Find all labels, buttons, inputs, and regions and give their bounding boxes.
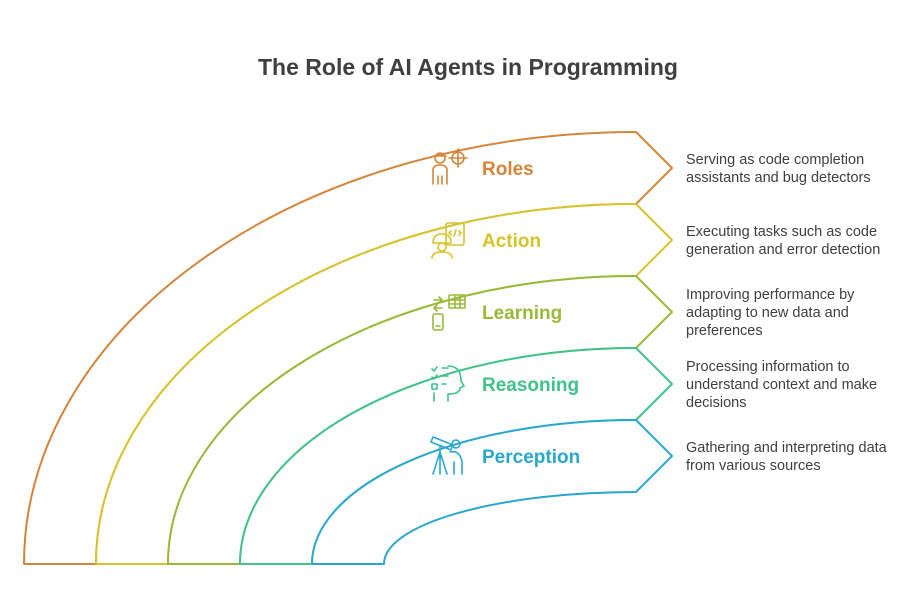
layer-label-roles: Roles [482, 159, 534, 180]
layer-description-line: Serving as code completion [686, 152, 864, 168]
layer-description-line: decisions [686, 395, 746, 411]
coding-worker-icon [431, 222, 465, 259]
layer-description-line: preferences [686, 323, 763, 339]
layer-label-perception: Perception [482, 447, 580, 468]
diagram-title: The Role of AI Agents in Programming [258, 54, 678, 80]
layer-band-perception [311, 419, 673, 565]
layer-description-line: Gathering and interpreting data [686, 440, 888, 456]
layer-description-line: generation and error detection [686, 242, 880, 258]
layer-description-line: understand context and make [686, 377, 877, 393]
layer-label-learning: Learning [482, 303, 562, 324]
layer-description-line: Processing information to [686, 359, 850, 375]
layer-description-line: adapting to new data and [686, 305, 849, 321]
layer-description-line: Executing tasks such as code [686, 224, 877, 240]
role-person-icon [432, 148, 468, 185]
layer-description-line: from various sources [686, 458, 821, 474]
thinking-head-icon [431, 365, 465, 402]
telescope-observer-icon [430, 436, 463, 475]
layer-description-line: Improving performance by [686, 287, 855, 303]
layer-label-action: Action [482, 231, 541, 252]
layer-description-line: assistants and bug detectors [686, 170, 871, 186]
adapt-device-icon [432, 294, 466, 331]
layer-group: Roles Serving as code completion assistant… [23, 131, 888, 565]
layer-label-reasoning: Reasoning [482, 375, 579, 396]
